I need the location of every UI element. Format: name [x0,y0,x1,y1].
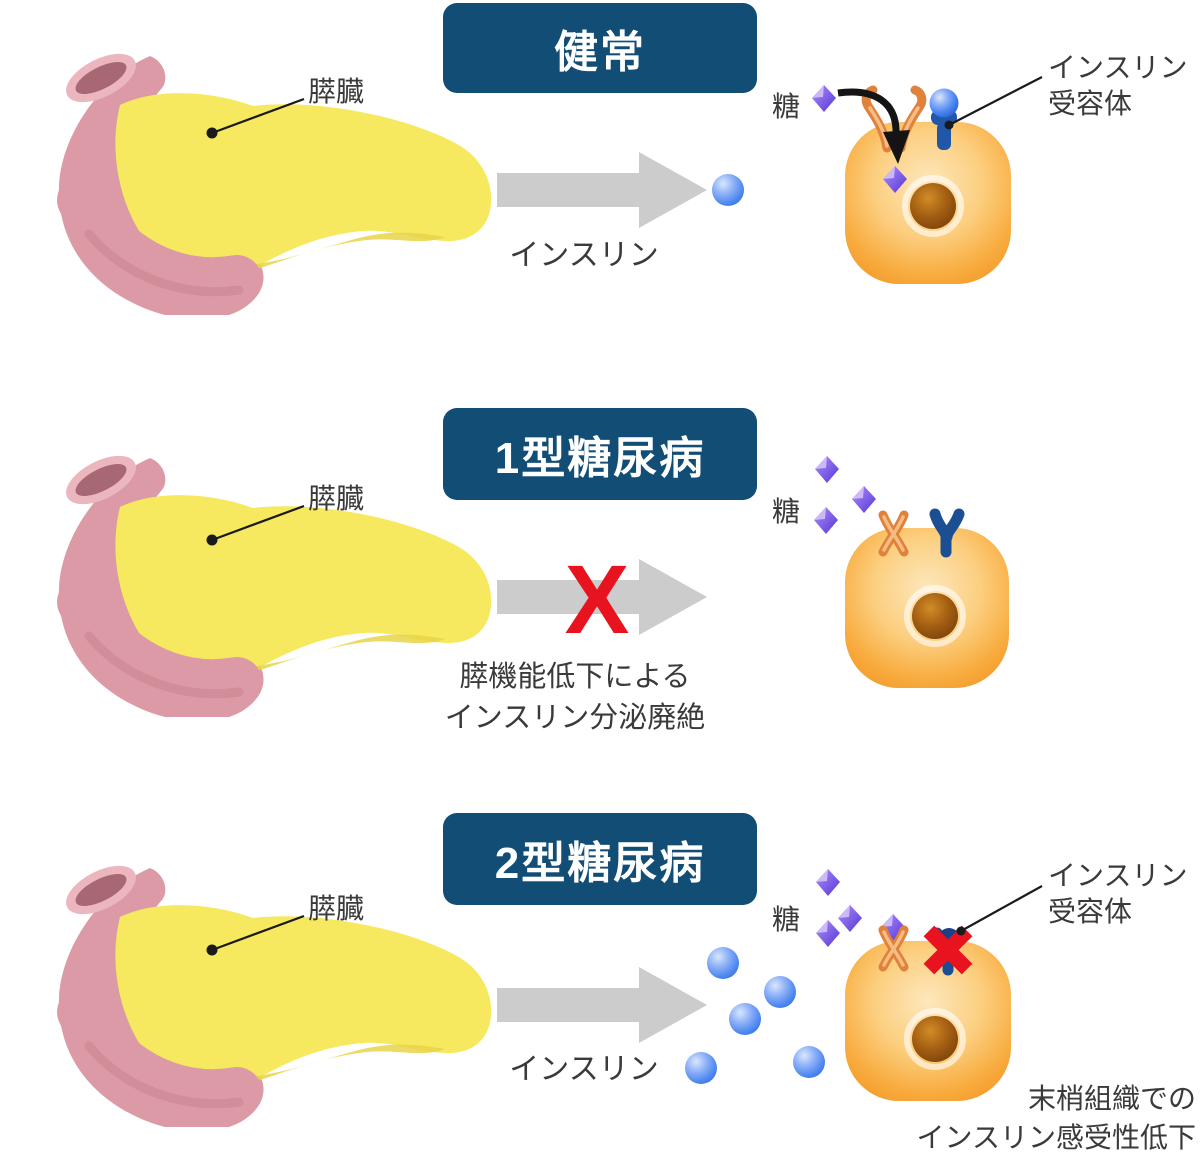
pancreas-label-healthy: 膵臓 [308,76,365,107]
title-healthy: 健常 [443,3,757,93]
blocked-secretion-x-mark: X [564,545,630,654]
cell-type2 [845,914,1011,1101]
title-type1: 1型糖尿病 [443,408,757,500]
pancreas-illustration-type2 [25,862,495,1127]
cell-nucleus [910,183,956,229]
insulin-arrow-label-type2: インスリン [509,1053,659,1086]
insulin-molecule [685,1052,717,1084]
pancreas-illustration-healthy [25,50,495,315]
pancreas-label-type1: 膵臓 [308,483,365,514]
glucose-channel-closed-icon [878,510,909,557]
blocked-receptor-x-mark [923,925,973,975]
glucose-molecule [816,920,840,947]
insulin-molecule [729,1003,761,1035]
cell-type1 [845,508,1009,688]
insulin-molecule [707,947,739,979]
insulin-molecule [793,1046,825,1078]
receptor-label-type2: インスリン 受容体 [1048,860,1188,927]
glucose-label-healthy: 糖 [772,91,801,122]
glucose-molecule [812,85,836,112]
glucose-label-type1: 糖 [772,496,801,527]
insulin-receptor-blocked-icon [923,925,973,976]
glucose-label-type2: 糖 [772,904,801,935]
receptor-label-healthy: インスリン 受容体 [1048,52,1188,119]
cell-healthy [845,85,1011,284]
secretion-arrow-type2 [497,965,709,1045]
glucose-channel-closed-icon [878,925,909,972]
cell-nucleus [912,593,958,639]
glucose-molecule [816,869,840,896]
title-type2: 2型糖尿病 [443,813,757,905]
insulin-arrow-label-healthy: インスリン [509,239,659,272]
type1-note: 膵機能低下による インスリン分泌廃絶 [444,661,706,734]
insulin-molecule [764,976,796,1008]
secretion-arrow-healthy [497,150,709,230]
glucose-molecule [814,507,838,534]
insulin-molecule [712,174,744,206]
glucose-molecule [815,456,839,483]
insulin-receptor-empty-icon [929,508,965,558]
cell-nucleus [912,1016,958,1062]
type2-note: 末梢組織での インスリン感受性低下 [916,1083,1196,1152]
pancreas-label-type2: 膵臓 [308,893,365,924]
